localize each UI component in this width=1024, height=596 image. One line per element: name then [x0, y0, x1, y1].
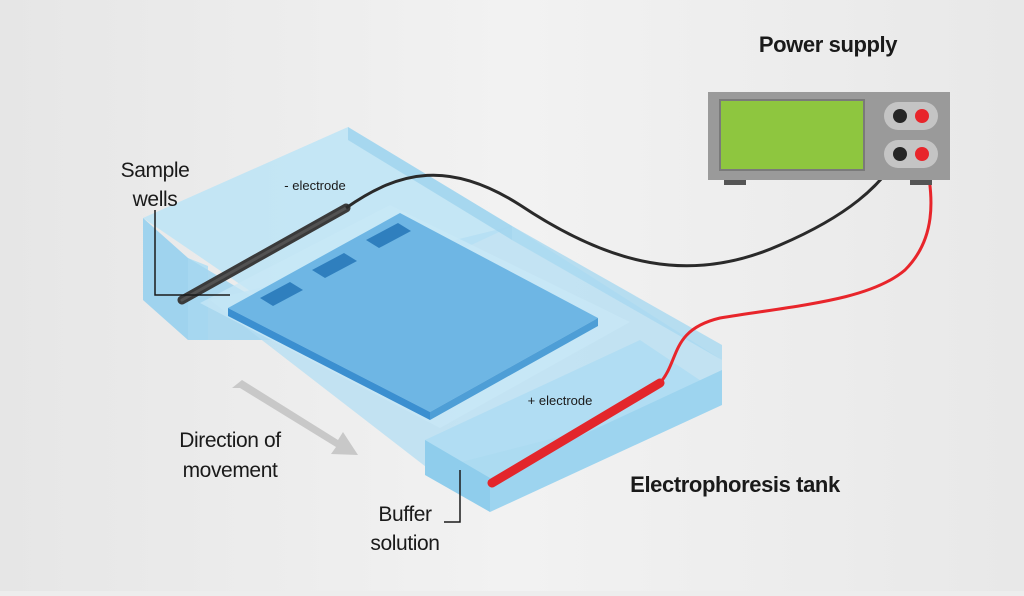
power-supply-label: Power supply	[758, 32, 898, 57]
negative-electrode	[177, 203, 351, 305]
power-supply-display	[719, 99, 865, 171]
electrophoresis-tank-label: Electrophoresis tank	[630, 472, 840, 497]
negative-electrode-label: - electrode	[284, 178, 346, 193]
arrow-shape	[232, 380, 358, 455]
gel-slab	[228, 213, 598, 420]
gel-top	[228, 213, 598, 412]
power-supply	[708, 92, 950, 185]
sample-well	[312, 253, 357, 278]
sample-wells-leader	[154, 210, 230, 296]
positive-terminal-top	[915, 109, 929, 123]
positive-electrode-rod	[487, 378, 665, 488]
power-supply-foot-right	[910, 180, 932, 185]
power-supply-foot-left	[724, 180, 746, 185]
terminal-plate-bottom	[884, 140, 938, 168]
tank-right-front-left	[425, 440, 490, 512]
tank-back-right	[512, 226, 722, 360]
tank-back-wall	[348, 127, 512, 240]
terminal-plate-top	[884, 102, 938, 130]
direction-label-line2: movement	[182, 459, 278, 482]
direction-arrow	[232, 380, 358, 455]
negative-terminal-top	[893, 109, 907, 123]
sample-well	[260, 282, 303, 306]
sample-well	[366, 223, 411, 248]
positive-electrode-label: + electrode	[527, 393, 593, 408]
positive-wire	[658, 156, 933, 384]
direction-label-line1: Direction of	[179, 429, 281, 452]
buffer-solution-leader	[444, 470, 461, 523]
gel-front-edge	[228, 308, 430, 420]
negative-wire	[345, 156, 900, 268]
sample-wells-label-line2: wells	[132, 188, 178, 211]
positive-terminal-bottom	[915, 147, 929, 161]
tank-right-front	[490, 370, 722, 512]
sample-wells-label-line1: Sample	[120, 159, 190, 182]
buffer-label-line1: Buffer	[378, 503, 432, 526]
positive-electrode	[487, 378, 665, 488]
negative-terminal-bottom	[893, 147, 907, 161]
gel-right-edge	[430, 318, 598, 420]
buffer-label-line2: solution	[370, 532, 440, 555]
